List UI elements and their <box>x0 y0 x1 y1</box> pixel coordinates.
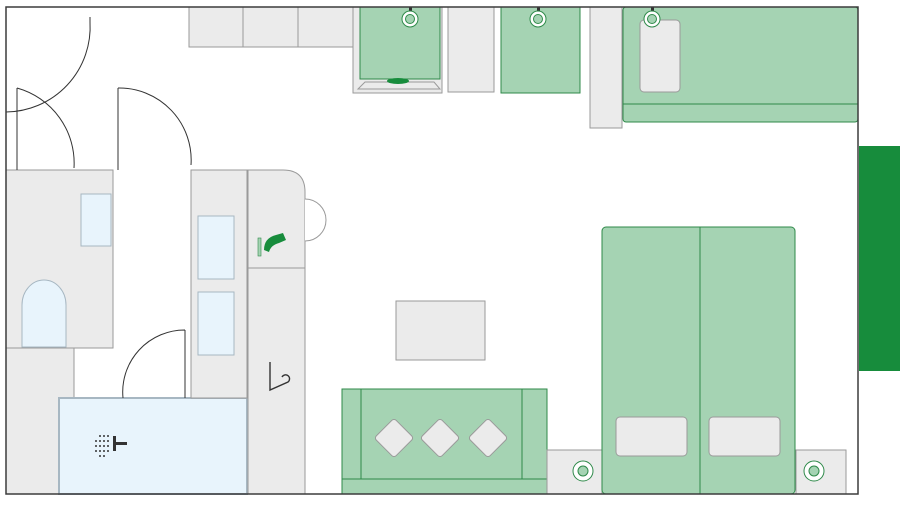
minibar <box>447 6 495 93</box>
desk-top <box>359 6 441 80</box>
entrance-door <box>5 17 91 113</box>
partition-wall <box>190 169 248 399</box>
balcony-panel <box>859 146 900 371</box>
pillow-right <box>708 416 781 457</box>
cabinet-2 <box>242 6 299 48</box>
daybed-pillow <box>639 19 681 93</box>
glass-panel-2 <box>197 291 235 356</box>
shower-tray <box>58 397 248 495</box>
top-cabinets <box>188 6 354 48</box>
vanity-mirror <box>80 193 112 247</box>
cabinet-1 <box>188 6 244 48</box>
wardrobe-column <box>589 6 623 129</box>
hanger-icon <box>269 362 291 392</box>
chair-icon <box>387 78 409 84</box>
glass-panel-1 <box>197 215 235 280</box>
entry-closet <box>247 169 306 495</box>
sofa <box>341 388 548 495</box>
coffee-table <box>395 300 486 361</box>
cabinet-3 <box>297 6 354 48</box>
telephone-icon <box>257 233 286 257</box>
shower-door <box>122 329 186 399</box>
sofa-cushions <box>374 418 508 458</box>
closet-door <box>16 87 75 170</box>
shower-icon <box>95 435 127 457</box>
desk-unit <box>352 6 443 94</box>
door-swings <box>5 17 192 399</box>
lamp-icon <box>401 7 825 482</box>
lamp-nightstand-right <box>803 460 825 482</box>
lamp-table <box>529 7 547 28</box>
double-bed <box>601 226 796 495</box>
lamp-desk <box>401 7 419 28</box>
wall-lamp-round <box>304 198 327 242</box>
toilet <box>21 279 67 348</box>
lamp-daybed <box>643 7 661 28</box>
outer-walls <box>5 6 859 495</box>
bathroom-door <box>117 87 192 170</box>
pillow-left <box>615 416 688 457</box>
lamp-nightstand-left <box>572 460 594 482</box>
